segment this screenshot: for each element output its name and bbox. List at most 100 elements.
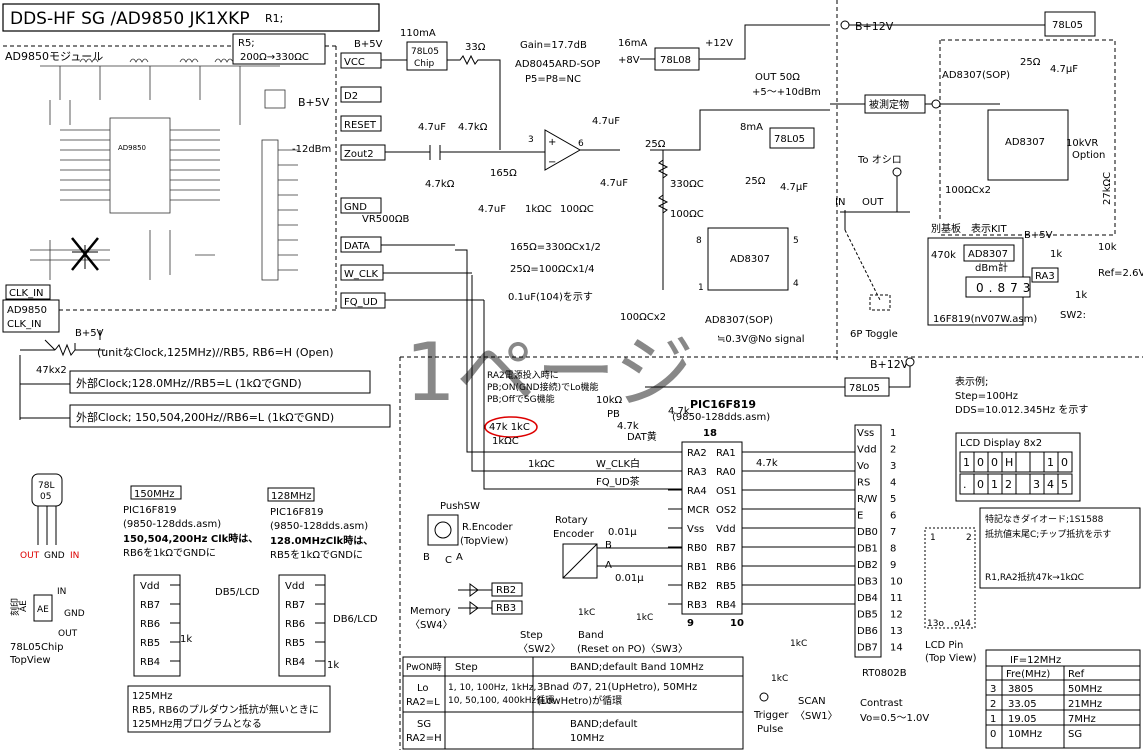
lcd-cell: 1 [963, 456, 970, 469]
reg-78l05-2: 78L05 [774, 134, 805, 145]
svg-text:DB5/LCD: DB5/LCD [215, 587, 260, 598]
ra2-note-1: RA2電源投入時に [487, 369, 559, 381]
eq3: 0.1uF(104)を示す [508, 291, 593, 303]
sw1: 〈SW1〉 [795, 710, 838, 722]
dat-label: DAT黄 [627, 430, 657, 443]
c47u-e: 4.7μF [780, 182, 808, 193]
pic-pin-rb3: RB3 [687, 600, 707, 611]
pic-pin-rb5: RB5 [716, 581, 736, 592]
r165: 165Ω [490, 168, 517, 179]
c47u-d: 4.7uF [600, 178, 628, 189]
svg-text:150,504,200Hz Clk時は、: 150,504,200Hz Clk時は、 [123, 532, 258, 545]
svg-text:B: B [605, 540, 612, 551]
band: Band [578, 630, 604, 641]
pic-pin-rb0: RB0 [687, 543, 707, 554]
ext-clock-150: 外部Clock; 150,504,200Hz//RB6=L (1kΩでGND) [76, 410, 334, 424]
ad8307-right-name: AD8307 [1005, 137, 1045, 148]
out-level: +5～+10dBm [752, 87, 821, 98]
svg-text:125MHz: 125MHz [132, 691, 172, 702]
svg-text:10, 50,100, 400kHz循環: 10, 50,100, 400kHz循環 [448, 694, 554, 706]
pic-pin-rb1: RB1 [687, 562, 707, 573]
svg-text:IN: IN [57, 587, 66, 597]
svg-text:C: C [445, 555, 452, 566]
svg-text:BAND;default Band 10MHz: BAND;default Band 10MHz [570, 662, 704, 673]
pin-rb4: RB4 [140, 657, 160, 668]
no-signal: ≒0.3V@No signal [717, 334, 805, 345]
rotary: Rotary [555, 515, 588, 526]
svg-text:3: 3 [528, 135, 534, 145]
port-reset: RESET [344, 120, 377, 131]
osci: To オシロ [857, 154, 902, 166]
svg-text:+: + [548, 137, 556, 148]
pic-pin-ra4: RA4 [687, 486, 707, 497]
lcd-pin-db3: DB3 [857, 577, 878, 588]
if-row-ref: 7MHz [1068, 714, 1096, 725]
svg-text:10MHz: 10MHz [570, 733, 604, 744]
pic-pin-ra2: RA2 [687, 448, 707, 459]
r33: 33Ω [465, 42, 486, 53]
module-label: AD9850モジュール [5, 50, 103, 63]
svg-text:Lo: Lo [417, 683, 429, 694]
lcd-pin-top: (Top View) [925, 653, 977, 664]
current-16: 16mA [618, 38, 647, 49]
lcd-cell: 4 [1047, 478, 1054, 491]
port-fqud: FQ_UD [344, 297, 378, 308]
lcd-pin-num: 8 [890, 544, 896, 555]
r47k-a: 4.7kΩ [458, 122, 488, 133]
r100c2: 100ΩC [670, 209, 704, 220]
lcd-cell: 5 [1061, 478, 1068, 491]
rb3-label: RB3 [496, 603, 516, 614]
meter-chip: AD8307 [968, 249, 1008, 260]
pin-rb5: RB5 [285, 638, 305, 649]
svg-text:刻印: 刻印 [9, 598, 21, 616]
c47u-c: 4.7uF [478, 204, 506, 215]
svg-text:GND: GND [44, 551, 65, 561]
b5v-label-2: B+5V [298, 96, 330, 109]
pb: PB [607, 409, 620, 420]
svg-text:PIC16F819: PIC16F819 [270, 507, 324, 518]
diode-note-3: R1,RA2抵抗47k→1kΩC [985, 571, 1084, 583]
lcd-pin-db5: DB5 [857, 610, 878, 621]
lcd-pin-num: 3 [890, 461, 896, 472]
sw-r1kc-d: 1kC [771, 674, 788, 684]
meter-r1k: 1k [1050, 249, 1062, 260]
toggle-6p: 6P Toggle [850, 329, 898, 340]
reg-topview: TopView [9, 655, 51, 666]
current-8: 8mA [740, 122, 763, 133]
sw2: 〈SW2〉 [518, 643, 561, 655]
scan: SCAN [798, 696, 826, 707]
svg-text:6: 6 [578, 139, 584, 149]
lcd-pin-label: LCD Pin [925, 640, 963, 651]
if-col-fre: Fre(MHz) [1006, 669, 1050, 680]
lcd-pin-num: 10 [890, 577, 903, 588]
lcd-pin-rw: R/W [857, 494, 877, 505]
lcd-cell: 0 [1061, 456, 1068, 469]
svg-text:AE: AE [19, 600, 29, 612]
svg-text:OUT: OUT [58, 629, 78, 639]
renc-topview: (TopView) [460, 536, 509, 547]
rb2-label: RB2 [496, 585, 516, 596]
revision: R1; [265, 12, 283, 25]
r1k-a: 1kΩC [525, 204, 552, 215]
lcd-cell: 1 [1047, 456, 1054, 469]
out50: OUT 50Ω [755, 72, 800, 83]
if-col-ref: Ref [1068, 669, 1085, 680]
lcd-pin-num: 11 [890, 593, 903, 604]
meter-pic: 16F819(nV07W.asm) [933, 314, 1037, 325]
reg-78l08: 78L08 [660, 55, 691, 66]
title: DDS-HF SG /AD9850 JK1XKP [10, 9, 250, 29]
svg-text:18: 18 [703, 428, 717, 439]
lcd-pin-db4: DB4 [857, 593, 878, 604]
svg-text:PwON時: PwON時 [406, 662, 442, 673]
svg-text:−: − [548, 157, 556, 168]
svg-text:B: B [423, 552, 430, 563]
amp-pins: P5=P8=NC [525, 74, 581, 85]
pic-asm: (9850-128dds.asm) [672, 412, 770, 423]
c100x2-b: 100ΩCx2 [945, 185, 991, 196]
lcd-pin-db1: DB1 [857, 544, 878, 555]
big-page-text: 1ページ [405, 326, 694, 419]
